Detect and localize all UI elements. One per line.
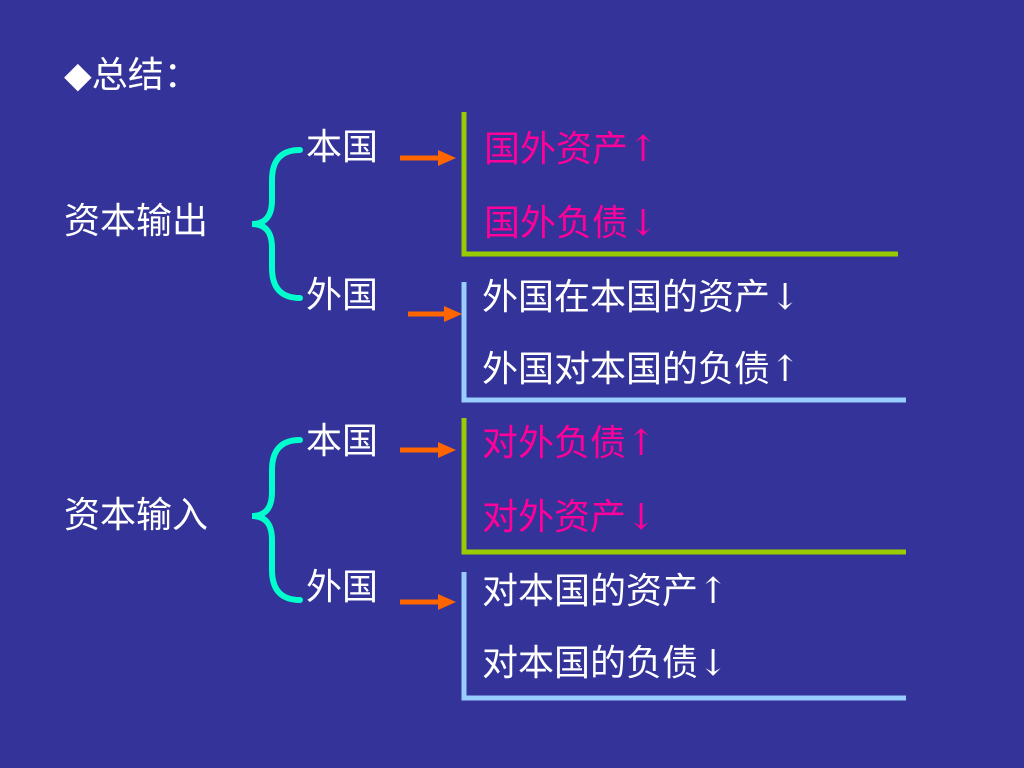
arrow-outflow-home — [400, 150, 456, 166]
slide-heading: ◆总结： — [64, 56, 200, 96]
diamond-bullet-icon: ◆ — [64, 55, 92, 96]
bracket-outflow-home — [461, 112, 898, 257]
inflow-label: 资本输入 — [64, 495, 209, 536]
inflow-foreign-label: 外国 — [306, 567, 379, 608]
outflow-home-effect-1: 国外资产↑ — [484, 129, 659, 170]
arrow-outflow-foreign — [408, 306, 462, 322]
arrow-inflow-foreign — [400, 594, 456, 610]
inflow-home-label: 本国 — [306, 421, 379, 462]
inflow-foreign-effect-2: 对本国的负债↓ — [482, 643, 729, 684]
bracket-inflow-home — [461, 418, 906, 555]
outflow-home-label: 本国 — [306, 127, 379, 168]
outflow-home-effect-2: 国外负债↓ — [484, 203, 659, 244]
bracket-outflow-foreign — [461, 282, 906, 403]
outflow-label: 资本输出 — [64, 201, 209, 242]
left-brace-inflow — [251, 437, 303, 603]
outflow-foreign-effect-2: 外国对本国的负债↑ — [482, 349, 801, 390]
left-brace-outflow — [251, 147, 303, 301]
inflow-home-effect-2: 对外资产↓ — [482, 497, 657, 538]
heading-text: 总结： — [91, 55, 200, 96]
inflow-home-effect-1: 对外负债↑ — [482, 423, 657, 464]
inflow-foreign-effect-1: 对本国的资产↑ — [482, 571, 729, 612]
outflow-foreign-label: 外国 — [306, 275, 379, 316]
arrow-inflow-home — [400, 442, 456, 458]
outflow-foreign-effect-1: 外国在本国的资产↓ — [482, 277, 801, 318]
bracket-inflow-foreign — [461, 572, 906, 701]
